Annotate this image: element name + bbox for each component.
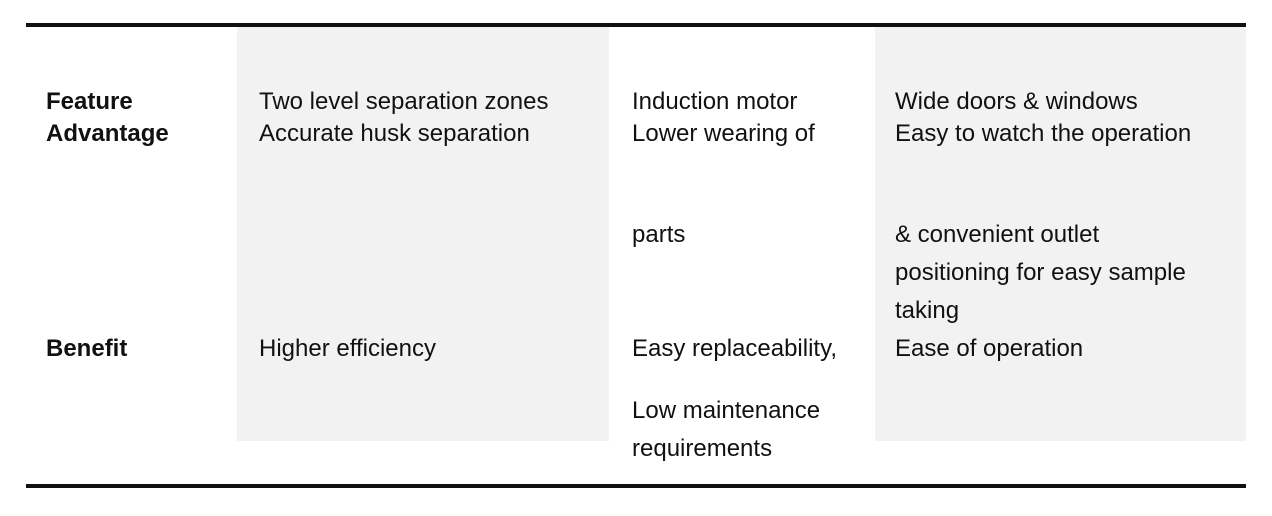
row-label-benefit: Benefit [46, 335, 128, 362]
col3-advantage-cont-3: taking [895, 297, 960, 324]
col2-advantage: Lower wearing of [632, 120, 815, 147]
col2-advantage-cont: parts [632, 221, 686, 248]
column-shade-1 [237, 27, 609, 441]
row-label-advantage: Advantage [46, 120, 169, 147]
col3-advantage-cont-2: positioning for easy sample [895, 259, 1186, 286]
col2-benefit-line1: Easy replaceability, [632, 335, 837, 362]
col1-feature: Two level separation zones [259, 88, 549, 115]
column-shade-3 [875, 27, 1246, 441]
col2-benefit-line3: requirements [632, 435, 773, 462]
table-top-rule [26, 23, 1246, 27]
col3-feature: Wide doors & windows [895, 88, 1138, 115]
col3-advantage-cont-1: & convenient outlet [895, 221, 1100, 248]
col1-advantage: Accurate husk separation [259, 120, 530, 147]
col3-benefit: Ease of operation [895, 335, 1084, 362]
row-label-feature: Feature [46, 88, 133, 115]
table-bottom-rule [26, 484, 1246, 488]
col1-benefit: Higher efficiency [259, 335, 436, 362]
col2-feature: Induction motor [632, 88, 798, 115]
col3-advantage: Easy to watch the operation [895, 120, 1192, 147]
col2-benefit-line2: Low maintenance [632, 397, 821, 424]
